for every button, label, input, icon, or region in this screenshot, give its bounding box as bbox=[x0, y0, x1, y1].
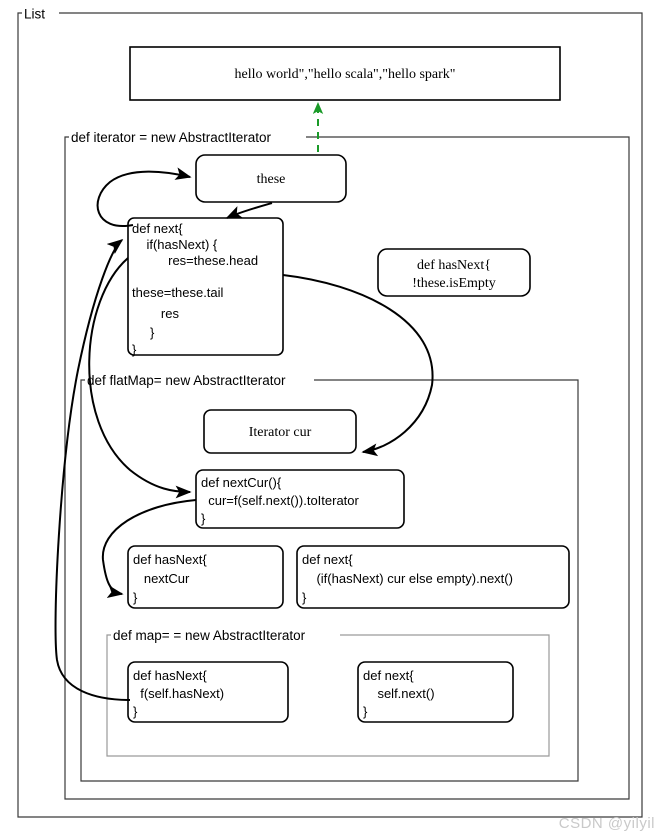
def-hasnext-map-line-0: def hasNext{ bbox=[133, 668, 207, 683]
def-next-iterator-box: def next{ if(hasNext) { res=these.head t… bbox=[127, 217, 284, 357]
def-hasnext-iterator-line-0: def hasNext{ bbox=[417, 258, 491, 273]
group-frame-map: def map= = new AbstractIterator bbox=[106, 628, 550, 757]
def-hasnext-flatmap-line-2: } bbox=[133, 590, 138, 605]
edge-nextcur-to-hasnext-flatmap bbox=[101, 499, 197, 598]
group-flatmap-outline bbox=[80, 379, 579, 782]
edge-these-to-defnext bbox=[225, 202, 273, 219]
def-next-flatmap-box: def next{ (if(hasNext) cur else empty).n… bbox=[296, 545, 570, 609]
def-next-map-line-0: def next{ bbox=[363, 668, 414, 683]
watermark: CSDN @yilyil bbox=[558, 815, 655, 832]
def-next-iterator-line-6: } bbox=[132, 325, 155, 340]
def-next-iterator-line-0: def next{ bbox=[132, 221, 183, 236]
def-nextcur-line-1: cur=f(self.next()).toIterator bbox=[201, 493, 360, 508]
def-next-iterator-line-5: res bbox=[132, 306, 179, 321]
group-frame-list: List bbox=[17, 7, 643, 818]
def-next-map-line-2: } bbox=[363, 704, 368, 719]
group-list-label: List bbox=[24, 7, 45, 22]
def-nextcur-box: def nextCur(){ cur=f(self.next()).toIter… bbox=[195, 469, 405, 529]
edge-hasnextmap-to-defnext-iterator bbox=[54, 238, 131, 701]
these-box: these bbox=[195, 154, 347, 203]
def-next-iterator-line-7: } bbox=[132, 342, 137, 357]
def-next-map-box: def next{ self.next() } bbox=[357, 661, 514, 723]
def-nextcur-line-0: def nextCur(){ bbox=[201, 475, 282, 490]
group-frame-iterator: def iterator = new AbstractIterator bbox=[64, 130, 630, 800]
edge-defnext-to-nextcur bbox=[88, 257, 192, 499]
group-flatmap-label: def flatMap= new AbstractIterator bbox=[87, 373, 286, 388]
def-hasnext-iterator-line-1: !these.isEmpty bbox=[412, 276, 496, 291]
edge-defnext-to-iterator-cur bbox=[282, 274, 434, 457]
group-iterator-outline bbox=[64, 136, 630, 800]
iterator-cur-box: Iterator cur bbox=[203, 409, 357, 454]
def-next-iterator-line-2: res=these.head bbox=[132, 253, 258, 268]
def-hasnext-map-box: def hasNext{ f(self.hasNext) } bbox=[127, 661, 289, 723]
group-frame-flatmap: def flatMap= new AbstractIterator bbox=[80, 373, 579, 782]
def-next-iterator-line-1: if(hasNext) { bbox=[132, 237, 218, 252]
iterator-cur-text: Iterator cur bbox=[249, 425, 312, 440]
hello-list-text: hello world","hello scala","hello spark" bbox=[234, 67, 455, 82]
def-hasnext-map-line-1: f(self.hasNext) bbox=[133, 686, 224, 701]
def-hasnext-iterator-box: def hasNext{ !these.isEmpty bbox=[377, 248, 531, 297]
def-next-flatmap-line-1: (if(hasNext) cur else empty).next() bbox=[302, 571, 513, 586]
group-map-outline bbox=[106, 634, 550, 757]
def-hasnext-flatmap-box: def hasNext{ nextCur } bbox=[127, 545, 284, 609]
group-list-outline bbox=[17, 12, 643, 818]
def-next-iterator-line-4: these=these.tail bbox=[132, 285, 224, 300]
def-hasnext-flatmap-line-1: nextCur bbox=[133, 571, 190, 586]
def-hasnext-map-line-2: } bbox=[133, 704, 138, 719]
def-next-flatmap-line-2: } bbox=[302, 590, 307, 605]
group-iterator-label: def iterator = new AbstractIterator bbox=[71, 130, 271, 145]
def-next-flatmap-line-0: def next{ bbox=[302, 552, 353, 567]
hello-list-box: hello world","hello scala","hello spark" bbox=[129, 46, 561, 101]
def-nextcur-line-2: } bbox=[201, 511, 206, 526]
edge-defnext-to-these bbox=[96, 167, 192, 227]
def-next-map-line-1: self.next() bbox=[363, 686, 435, 701]
group-map-label: def map= = new AbstractIterator bbox=[113, 628, 306, 643]
def-hasnext-flatmap-line-0: def hasNext{ bbox=[133, 552, 207, 567]
these-text: these bbox=[257, 172, 286, 187]
